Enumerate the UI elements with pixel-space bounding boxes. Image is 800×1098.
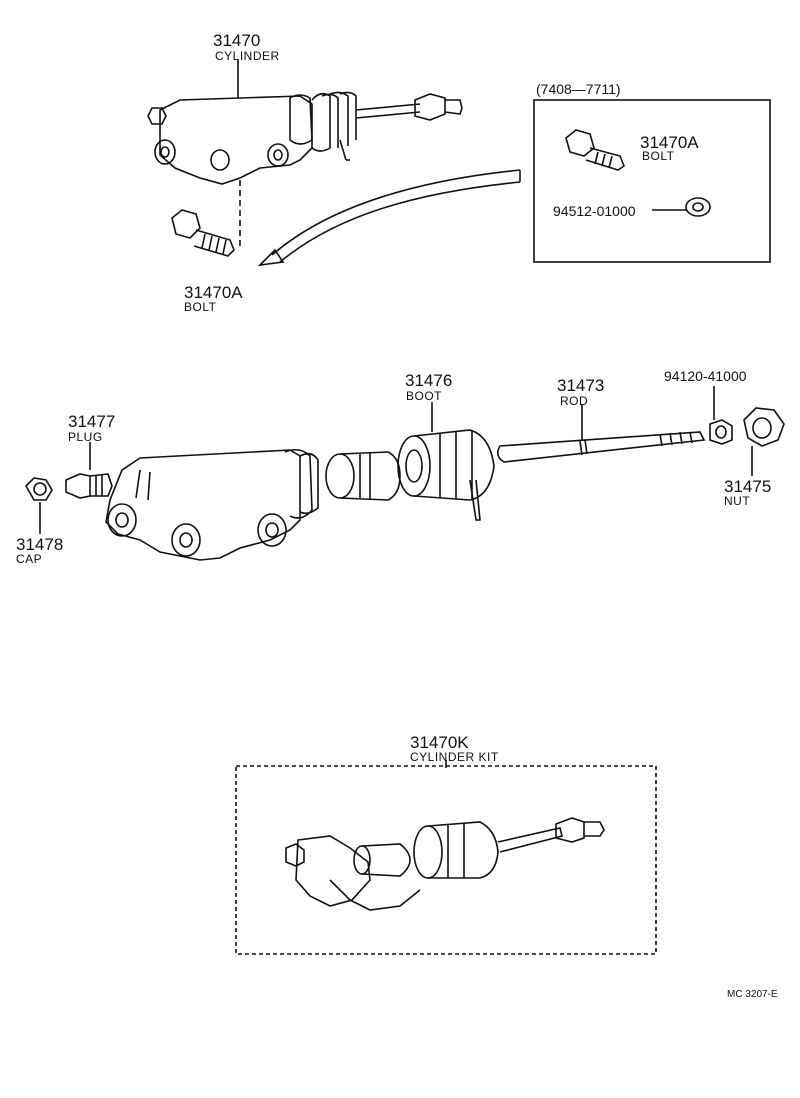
inset-bolt-name: BOLT: [642, 149, 675, 163]
inset-box: [533, 99, 771, 263]
bolt-main-drawing: [171, 209, 235, 257]
nut-drawing: [743, 407, 785, 447]
cylinder-assembly-drawing: [147, 91, 463, 250]
rod-drawing: [496, 431, 706, 463]
lock-nut-drawing: [709, 419, 733, 445]
cap-name: CAP: [16, 552, 43, 566]
washer-part-number: 94512-01000: [553, 203, 636, 219]
cylinder-body-drawing: [105, 448, 319, 561]
drawing-code: MC 3207-E: [727, 989, 778, 1000]
bolt-main-part-number: 31470A: [184, 283, 243, 302]
boot-name: BOOT: [406, 389, 443, 403]
plug-drawing: [65, 473, 113, 499]
rod-name: ROD: [560, 394, 589, 408]
kit-name: CYLINDER KIT: [410, 750, 499, 764]
plug-part-number: 31477: [68, 412, 116, 431]
reference-arrow: [257, 169, 521, 267]
inset-bolt-part-number: 31470A: [640, 133, 699, 152]
cylinder-part-number: 31470: [213, 31, 261, 50]
kit-box: [235, 765, 657, 955]
inset-date-range: (7408—7711): [536, 81, 621, 97]
boot-part-number: 31476: [405, 371, 453, 390]
piston-drawing: [325, 451, 401, 501]
bolt-main-name: BOLT: [184, 300, 217, 314]
nut-part-number: 31475: [724, 477, 772, 496]
washer-drawing: [685, 197, 711, 217]
kit-drawing: [285, 817, 605, 911]
rod-part-number: 31473: [557, 376, 605, 395]
inset-bolt-drawing: [565, 129, 625, 171]
boot-drawing: [397, 429, 495, 521]
lock-nut-part-number: 94120-41000: [664, 368, 747, 384]
nut-name: NUT: [724, 494, 751, 508]
cap-drawing: [25, 477, 53, 501]
cap-part-number: 31478: [16, 535, 64, 554]
kit-part-number: 31470K: [410, 733, 469, 752]
plug-name: PLUG: [68, 430, 103, 444]
cylinder-name: CYLINDER: [215, 49, 280, 63]
